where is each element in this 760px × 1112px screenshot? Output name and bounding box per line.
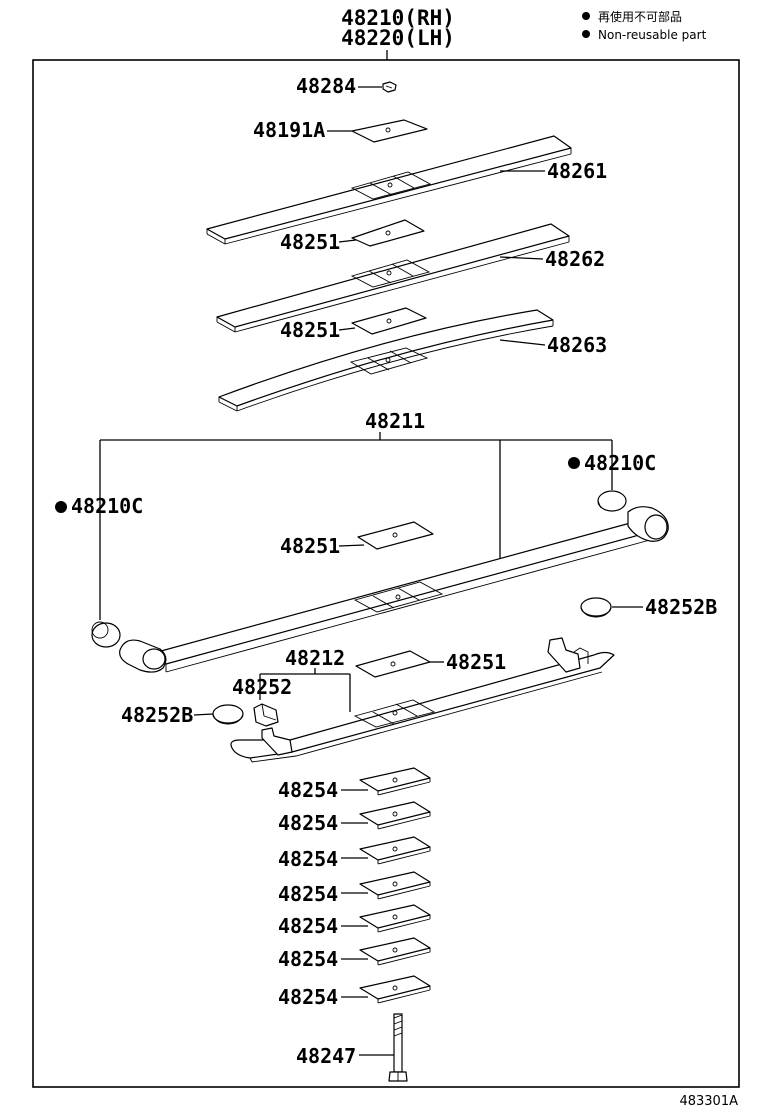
label-48211: 48211: [365, 409, 425, 433]
part-48254-shim-2: [359, 801, 431, 830]
non-reusable-mark-48210C-left: [55, 501, 67, 513]
assembly-number-lh: 48220(LH): [341, 26, 455, 50]
non-reusable-mark: [582, 30, 590, 38]
part-48254-shim-5: [359, 904, 431, 933]
part-48254-shim-1: [359, 767, 431, 796]
part-48251-pad-a: [351, 219, 425, 247]
leader-48251-a: [338, 239, 357, 243]
leader-48212: [259, 668, 351, 712]
part-48252B-cap-right: [580, 597, 612, 618]
label-48252: 48252: [232, 675, 292, 699]
part-48254-shim-3: [359, 836, 431, 865]
label-48247: 48247: [296, 1044, 356, 1068]
label-48251-a: 48251: [280, 230, 340, 254]
non-reusable-mark: [582, 12, 590, 20]
part-48191A-plate: [351, 119, 428, 143]
label-48254-3: 48254: [278, 847, 338, 871]
part-48252B-cap-left: [212, 704, 244, 725]
part-48210C-bushing-right: [597, 490, 627, 512]
label-48251-c: 48251: [280, 534, 340, 558]
figure-code: 483301A: [679, 1094, 738, 1109]
part-48254-shim-6: [359, 937, 431, 966]
assembly-number-rh: 48210(RH): [341, 6, 455, 30]
legend-en: Non-reusable part: [598, 28, 707, 42]
label-48254-1: 48254: [278, 778, 338, 802]
leader-48211: [99, 432, 613, 620]
label-48212: 48212: [285, 646, 345, 670]
label-48254-2: 48254: [278, 811, 338, 835]
label-48210C-left: 48210C: [71, 494, 143, 518]
label-48252B-right: 48252B: [645, 595, 717, 619]
part-48252-clip: [253, 703, 279, 727]
part-48261-leaf: [206, 135, 572, 245]
label-48251-b: 48251: [280, 318, 340, 342]
label-48252B-left: 48252B: [121, 703, 193, 727]
label-48254-5: 48254: [278, 914, 338, 938]
part-48211-main-leaf: [119, 506, 669, 673]
part-48247-center-bolt: [388, 1013, 408, 1082]
label-48254-6: 48254: [278, 947, 338, 971]
part-48251-pad-d: [355, 650, 431, 678]
part-48254-shim-7: [359, 975, 431, 1004]
part-48263-leaf: [218, 309, 554, 412]
label-48251-d: 48251: [446, 650, 506, 674]
part-48210C-bushing-left: [91, 621, 121, 648]
label-48210C-right: 48210C: [584, 451, 656, 475]
leader-48263: [499, 339, 546, 346]
label-48284: 48284: [296, 74, 356, 98]
label-48254-4: 48254: [278, 882, 338, 906]
label-48263: 48263: [547, 333, 607, 357]
part-48254-shim-4: [359, 871, 431, 900]
part-48251-pad-b: [351, 307, 427, 335]
diagram-frame: [32, 59, 740, 1088]
leader-48251-c: [338, 544, 365, 547]
label-48261: 48261: [547, 159, 607, 183]
leader-48251-b: [338, 327, 356, 331]
label-48262: 48262: [545, 247, 605, 271]
label-48191A: 48191A: [253, 118, 325, 142]
leader-48262: [499, 256, 544, 260]
part-48284-nut: [382, 81, 397, 93]
non-reusable-mark-48210C-right: [568, 457, 580, 469]
label-48254-7: 48254: [278, 985, 338, 1009]
part-48251-pad-c: [357, 521, 434, 550]
part-48212-lower-leaf: [230, 637, 615, 763]
legend-ja: 再使用不可部品: [598, 9, 682, 24]
legend: 再使用不可部品 Non-reusable part: [582, 9, 707, 42]
leader-48252B-left: [193, 713, 214, 716]
